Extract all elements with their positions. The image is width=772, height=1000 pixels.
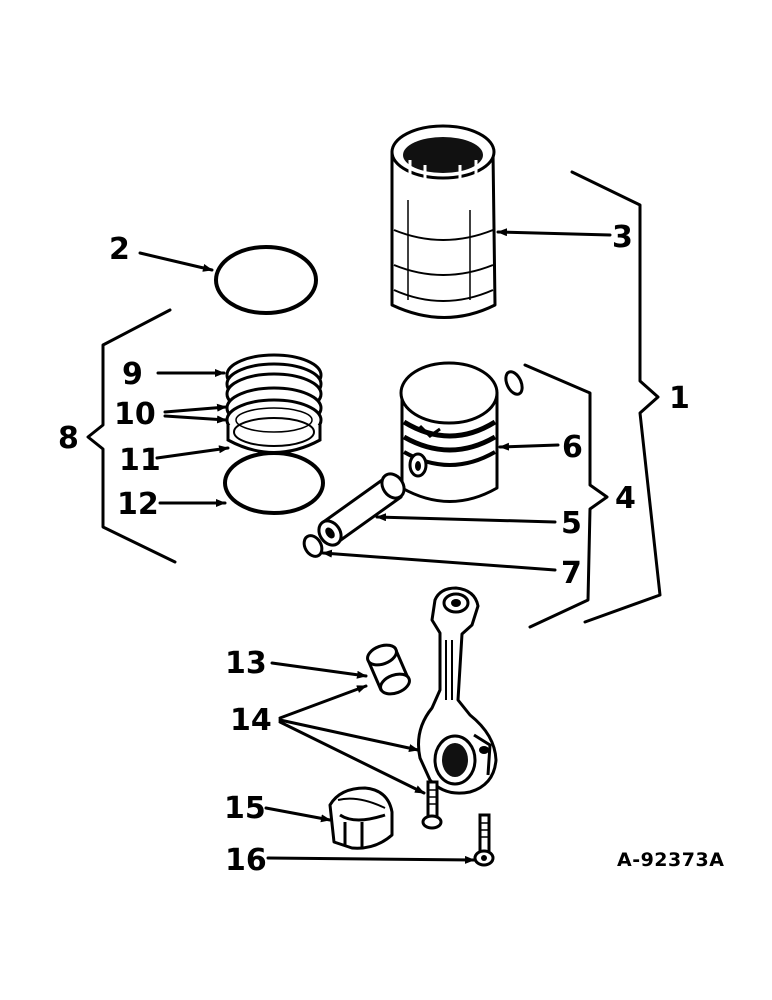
bracket-ring-set-8 <box>86 308 177 564</box>
callout-3: 3 <box>612 220 633 255</box>
piston <box>399 361 499 503</box>
callout-2: 2 <box>109 232 130 267</box>
bracket-assembly-1 <box>570 170 662 624</box>
callout-10: 10 <box>114 397 156 432</box>
figure-id: A-92373A <box>617 849 724 871</box>
pin-retainer <box>302 534 324 558</box>
rod-nut <box>473 813 495 867</box>
callout-1: 1 <box>669 381 690 416</box>
callout-11: 11 <box>119 443 161 478</box>
callout-7: 7 <box>561 556 582 591</box>
cylinder-sleeve <box>390 124 497 319</box>
o-ring <box>214 245 318 315</box>
piston-pin <box>317 472 406 547</box>
callout-15: 15 <box>224 791 266 826</box>
callout-12: 12 <box>117 487 159 522</box>
rod-bearing <box>328 786 394 850</box>
pin-bushing <box>366 643 411 696</box>
bracket-assembly-4 <box>523 363 609 629</box>
callout-14: 14 <box>230 703 272 738</box>
callout-6: 6 <box>562 430 583 465</box>
callout-4: 4 <box>615 481 636 516</box>
piston-ring-set <box>225 353 323 454</box>
retainer-ring-top <box>504 370 524 396</box>
callout-13: 13 <box>225 646 267 681</box>
expander-ring <box>223 451 325 515</box>
callout-8: 8 <box>58 421 79 456</box>
callout-16: 16 <box>225 843 267 878</box>
callout-9: 9 <box>122 357 143 392</box>
callout-5: 5 <box>561 506 582 541</box>
leader-lines <box>138 228 612 864</box>
connecting-rod <box>417 586 498 795</box>
rod-bolt <box>421 780 443 830</box>
